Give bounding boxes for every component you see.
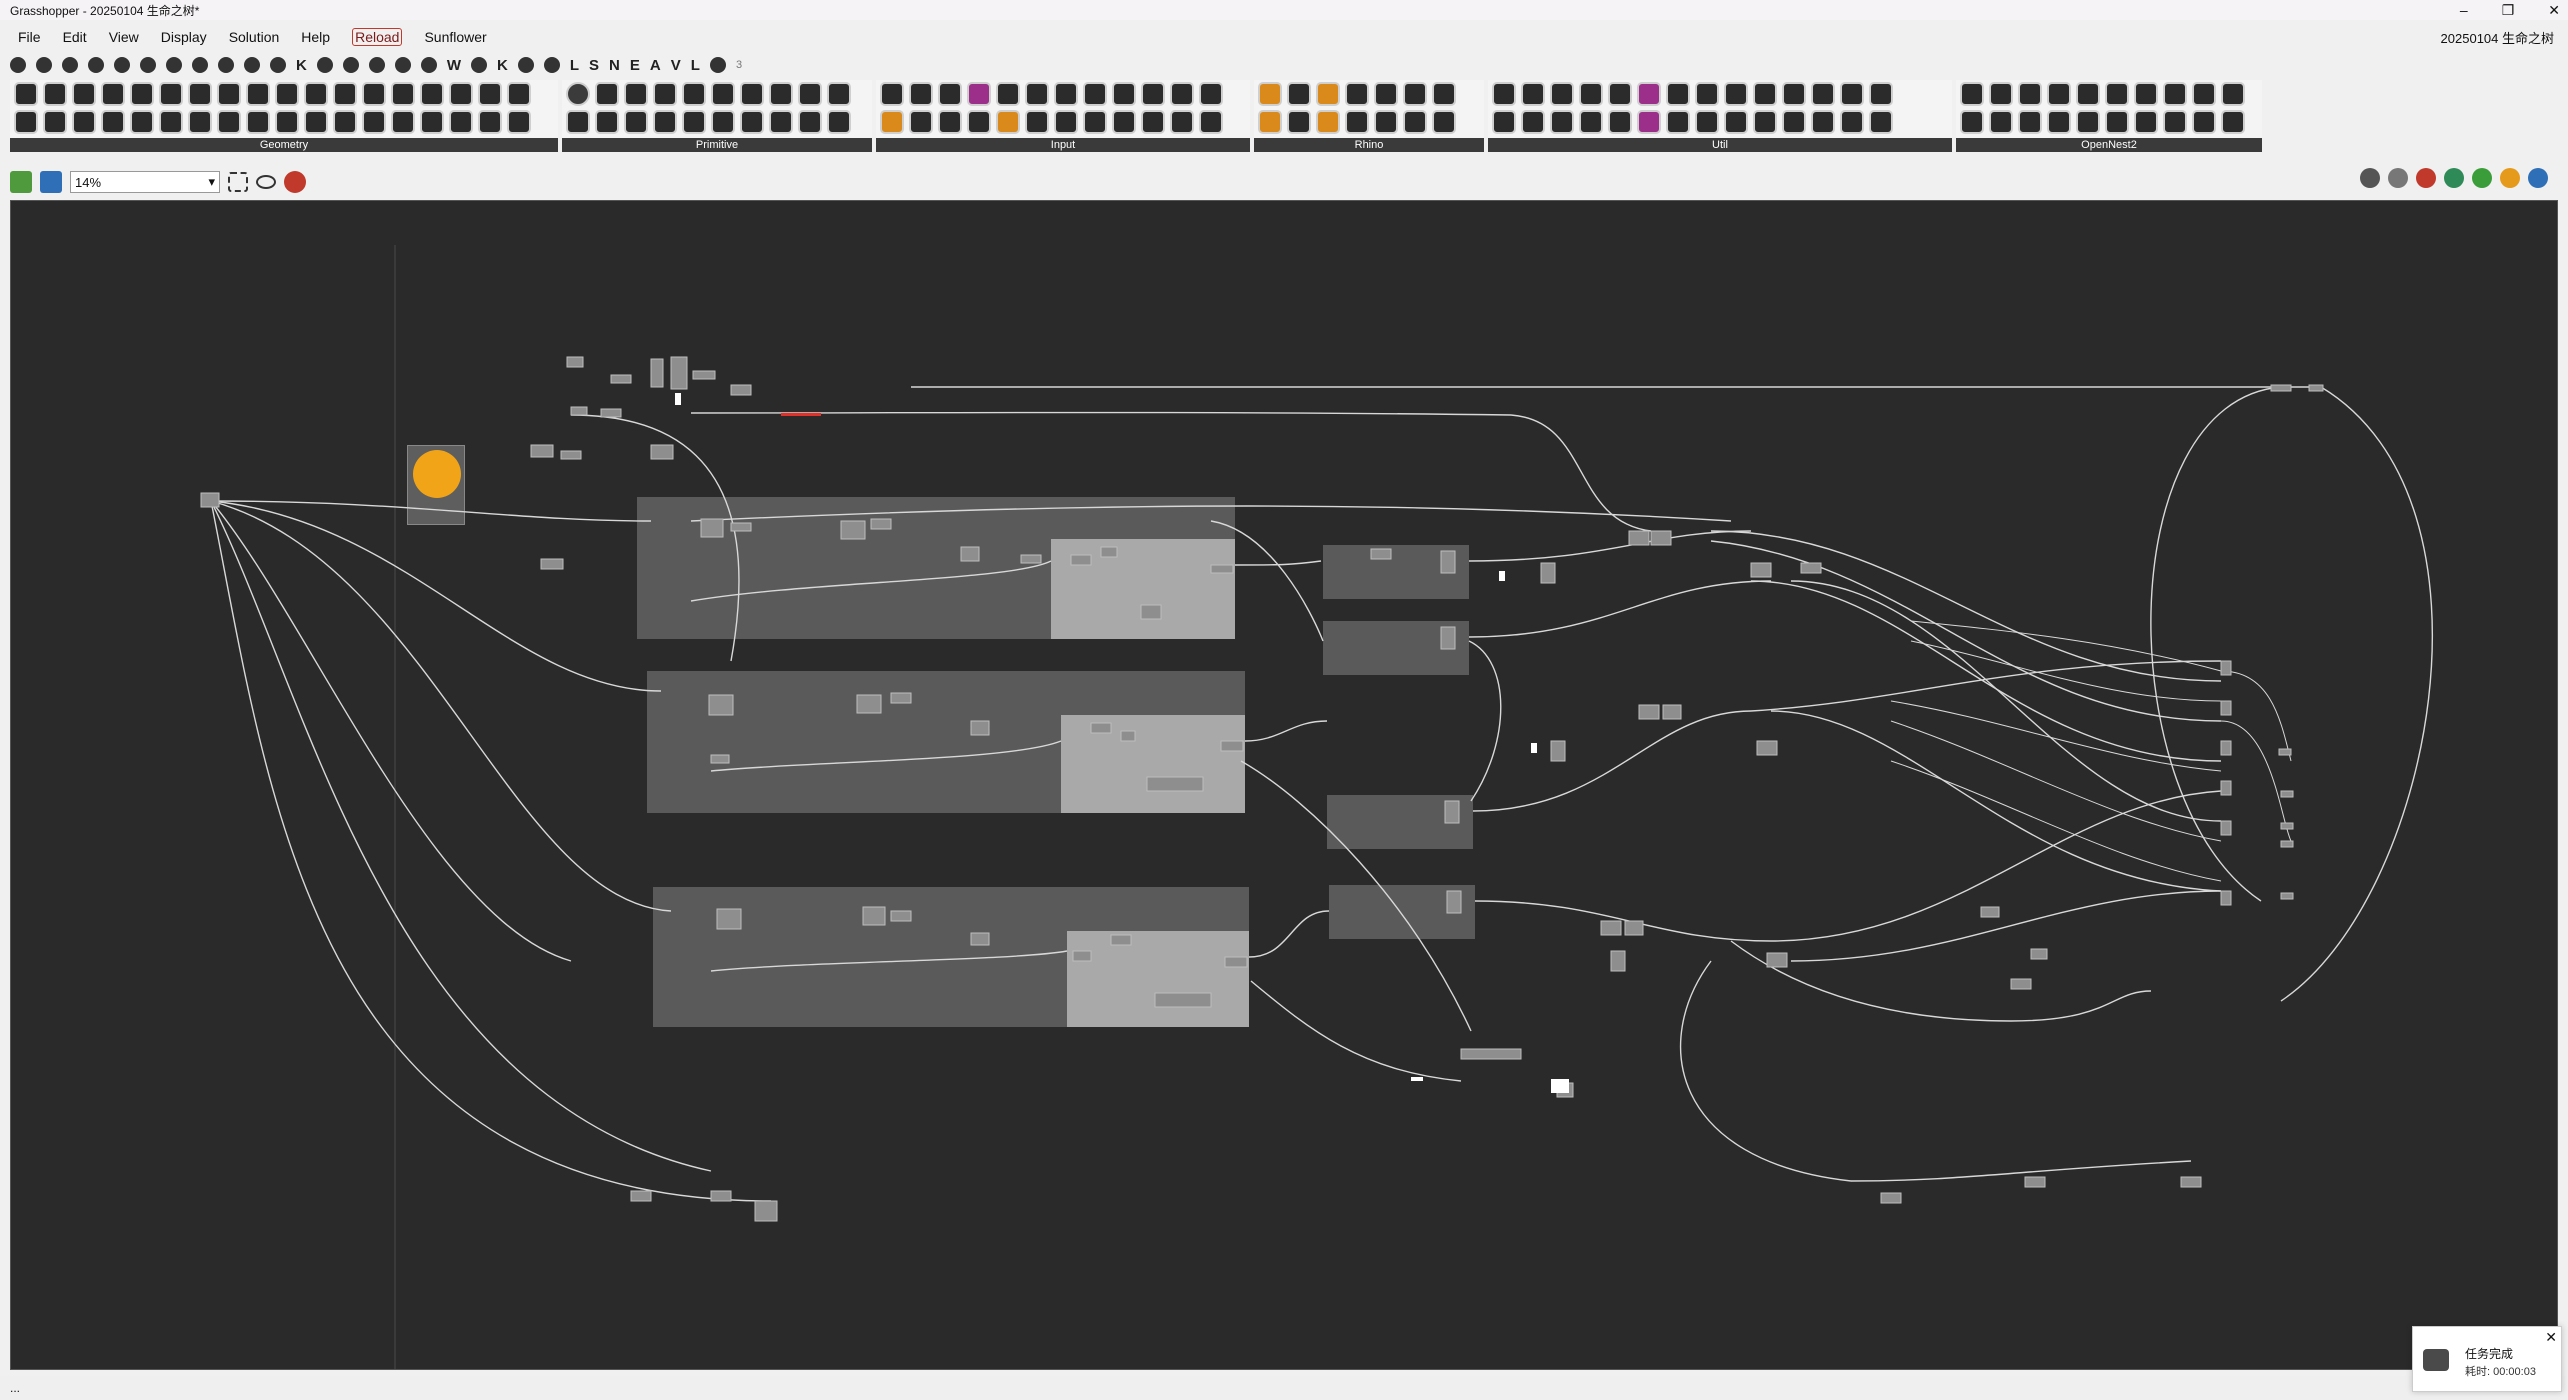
tab-n[interactable]: N	[609, 56, 620, 74]
sets-tab-icon[interactable]	[62, 57, 78, 73]
canvas-logo-sun	[407, 445, 465, 525]
mesh-tab-icon[interactable]	[166, 57, 182, 73]
preview-mode-icon[interactable]	[2360, 168, 2380, 188]
tab-a[interactable]: A	[649, 56, 661, 74]
grasshopper-canvas[interactable]	[10, 200, 2558, 1370]
plugin-tab-icon[interactable]	[394, 57, 411, 73]
menu-edit[interactable]: Edit	[62, 29, 87, 45]
preview-eye-icon[interactable]	[256, 175, 276, 189]
ribbon-group-input: Input	[876, 80, 1250, 152]
minimize-button[interactable]: –	[2459, 2, 2468, 18]
group-panel	[1061, 715, 1245, 813]
plugin-tab-icon[interactable]	[342, 57, 359, 73]
display-tab-icon[interactable]	[244, 57, 260, 73]
lock-solver-icon[interactable]	[2472, 168, 2492, 188]
tab-w[interactable]: W	[446, 56, 462, 74]
ribbon-group-geometry: Geometry	[10, 80, 558, 152]
close-button[interactable]: ✕	[2548, 1, 2560, 18]
node-graph	[200, 245, 2434, 1369]
ribbon-group-title[interactable]: Input	[876, 138, 1250, 152]
maximize-button[interactable]: ❐	[2501, 1, 2515, 18]
menu-display[interactable]: Display	[160, 29, 207, 45]
component-tabs-row: K W K L S N E A V L 3	[10, 54, 742, 76]
selection-mode-icon[interactable]	[2416, 168, 2436, 188]
plugin-tab-icon[interactable]	[270, 57, 286, 73]
tab-count: 3	[735, 59, 743, 71]
tab-e[interactable]: E	[629, 56, 640, 74]
ribbon-group-title[interactable]: Rhino	[1254, 138, 1484, 152]
ribbon-group-rhino: Rhino	[1254, 80, 1484, 152]
chevron-down-icon: ▾	[208, 174, 215, 189]
maths-tab-icon[interactable]	[36, 57, 52, 73]
group-panel	[1067, 931, 1249, 1027]
ribbon-group-title[interactable]: Primitive	[562, 138, 872, 152]
ribbon-group-primitive: Primitive	[562, 80, 872, 152]
curve-tab-icon[interactable]	[114, 57, 130, 73]
document-name: 20250104 生命之树	[2440, 30, 2554, 46]
ribbon-group-title[interactable]: OpenNest2	[1956, 138, 2262, 152]
plugin-tab-icon[interactable]	[543, 57, 560, 73]
menu-view[interactable]: View	[108, 29, 139, 45]
component-icons[interactable]	[880, 82, 1246, 138]
menu-sunflower[interactable]: Sunflower	[424, 29, 487, 45]
ribbon-group-title[interactable]: Util	[1488, 138, 1952, 152]
tab-l[interactable]: L	[569, 56, 580, 74]
tab-s[interactable]: S	[589, 56, 600, 74]
plugin-tab-icon[interactable]	[368, 57, 385, 73]
plugin-tab-icon[interactable]	[420, 57, 437, 73]
vector-tab-icon[interactable]	[88, 57, 104, 73]
bake-icon[interactable]	[2444, 168, 2464, 188]
tab-v[interactable]: V	[670, 56, 681, 74]
tab-l2[interactable]: L	[690, 56, 700, 74]
zoom-value: 14%	[75, 174, 102, 190]
plugin-tab-icon[interactable]	[316, 57, 333, 73]
menu-bar: File Edit View Display Solution Help Rel…	[0, 24, 2568, 50]
plugin-tab-icon[interactable]	[471, 57, 488, 73]
close-icon[interactable]: ✕	[2545, 1329, 2557, 1345]
component-icons[interactable]	[1492, 82, 1948, 138]
component-ribbon: Geometry Primitive Input Rhino Util	[10, 80, 2262, 152]
render-color-icon[interactable]	[2500, 168, 2520, 188]
save-file-icon[interactable]	[40, 171, 62, 193]
component-icons[interactable]	[1258, 82, 1480, 138]
component-icons[interactable]	[14, 82, 554, 138]
component-icons[interactable]	[566, 82, 868, 138]
app-icon	[2423, 1349, 2449, 1371]
menu-solution[interactable]: Solution	[228, 29, 280, 45]
ribbon-group-opennest2: OpenNest2	[1956, 80, 2262, 152]
menu-reload[interactable]: Reload	[352, 28, 403, 46]
params-tab-icon[interactable]	[10, 57, 26, 73]
status-bar: ...	[0, 1376, 2568, 1400]
plugin-tab-icon[interactable]	[709, 57, 726, 73]
ribbon-group-util: Util	[1488, 80, 1952, 152]
open-file-icon[interactable]	[10, 171, 32, 193]
window-title: Grasshopper - 20250104 生命之树*	[10, 3, 200, 18]
surface-tab-icon[interactable]	[140, 57, 156, 73]
toast-time: 耗时: 00:00:03	[2465, 1366, 2536, 1378]
component-icons[interactable]	[1960, 82, 2258, 138]
ribbon-group-title[interactable]: Geometry	[10, 138, 558, 152]
tab-k2[interactable]: K	[497, 56, 508, 74]
intersect-tab-icon[interactable]	[192, 57, 208, 73]
zoom-level-select[interactable]: 14% ▾	[70, 171, 220, 193]
toast-title: 任务完成	[2465, 1347, 2514, 1361]
zoom-extents-icon[interactable]	[228, 172, 248, 192]
tab-k[interactable]: K	[296, 56, 307, 74]
plugin-tab-icon[interactable]	[517, 57, 534, 73]
wire-display-icon[interactable]	[2388, 168, 2408, 188]
sketch-pen-icon[interactable]	[284, 171, 306, 193]
window-controls: – ❐ ✕	[2460, 0, 2560, 20]
canvas-toolbar: 14% ▾	[10, 168, 2558, 196]
title-bar: Grasshopper - 20250104 生命之树* – ❐ ✕	[0, 0, 2568, 20]
transform-tab-icon[interactable]	[218, 57, 234, 73]
canvas-right-tools	[2360, 168, 2548, 188]
globe-icon[interactable]	[2528, 168, 2548, 188]
menu-file[interactable]: File	[18, 29, 41, 45]
menu-help[interactable]: Help	[301, 29, 331, 45]
group-panel	[1051, 539, 1235, 639]
task-complete-notification[interactable]: 任务完成 耗时: 00:00:03 ✕	[2412, 1326, 2562, 1392]
status-text: ...	[10, 1381, 21, 1395]
